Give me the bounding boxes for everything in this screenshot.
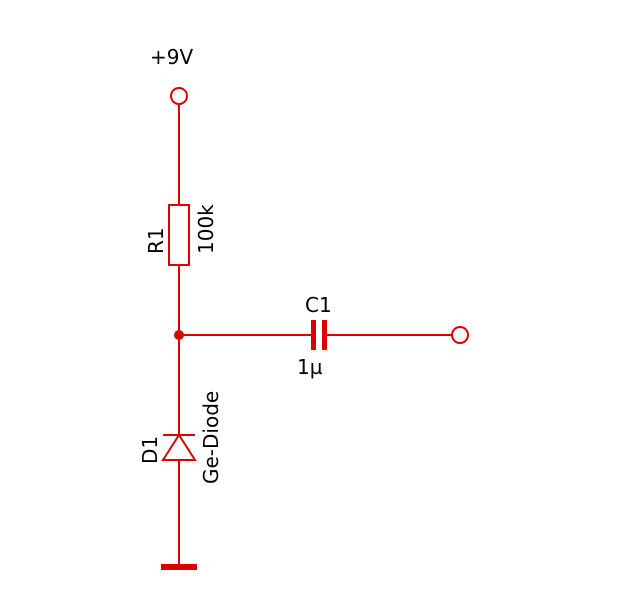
- resistor-ref-label: R1: [144, 227, 168, 254]
- capacitor-c1-plate-right: [322, 320, 327, 350]
- diode-value-label: Ge-Diode: [199, 391, 223, 484]
- diode-ref-label: D1: [138, 436, 162, 464]
- output-terminal[interactable]: [451, 326, 469, 344]
- diode-d1-triangle: [161, 433, 197, 461]
- junction-dot: [174, 330, 184, 340]
- supply-label: +9V: [150, 45, 193, 69]
- resistor-value-label: 100k: [194, 204, 218, 254]
- supply-terminal[interactable]: [170, 87, 188, 105]
- capacitor-c1-plate-left: [311, 320, 316, 350]
- resistor-r1-body: [168, 204, 190, 266]
- ground-symbol: [161, 564, 197, 570]
- capacitor-ref-label: C1: [305, 293, 332, 317]
- capacitor-value-label: 1µ: [297, 355, 323, 379]
